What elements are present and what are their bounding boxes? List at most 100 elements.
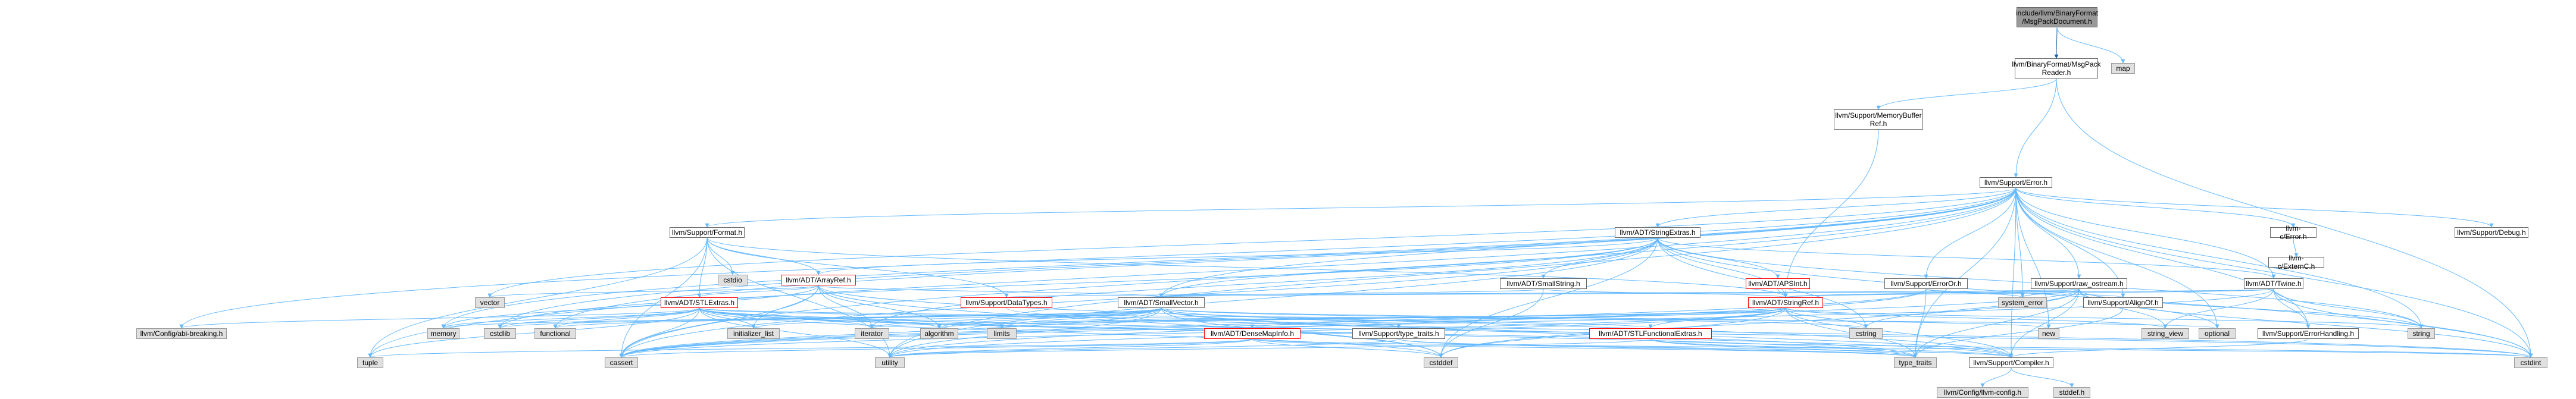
node-limits[interactable]: limits xyxy=(987,328,1017,339)
edge-strext-to-cstddef xyxy=(1439,237,1658,358)
edge-rawos-to-string xyxy=(2078,288,2424,329)
node-type-traits[interactable]: type_traits xyxy=(1894,357,1937,368)
node-cassert[interactable]: cassert xyxy=(605,357,638,368)
node-stddef[interactable]: stddef.h xyxy=(2053,387,2090,398)
node-cstddef[interactable]: cstddef xyxy=(1424,357,1458,368)
edge-smallvector-to-limits xyxy=(999,307,1162,329)
edge-stlextras-to-optional xyxy=(699,307,2219,329)
node-new[interactable]: new xyxy=(2038,328,2059,339)
edge-strext-to-smallvector xyxy=(1159,237,1658,298)
edge-smallvector-to-cstddef xyxy=(1161,307,1443,358)
node-cstdio[interactable]: cstdio xyxy=(718,275,748,285)
node-support-type-traits[interactable]: llvm/Support/type_traits.h xyxy=(1352,328,1445,339)
edge-stlextras-to-utility xyxy=(699,307,892,358)
edge-twine-to-stringview xyxy=(2163,288,2274,329)
edge-error-to-memory xyxy=(441,187,2017,329)
node-adt-twine[interactable]: llvm/ADT/Twine.h xyxy=(2244,278,2303,289)
edge-densemap-to-typetraits xyxy=(1252,338,1918,358)
edge-error-to-optional xyxy=(2015,187,2219,329)
edge-densemap-to-cstddef xyxy=(1252,338,1443,358)
node-cstdlib[interactable]: cstdlib xyxy=(484,328,516,339)
edge-error-to-vector xyxy=(487,187,2017,298)
edge-error-to-utility xyxy=(887,187,2017,358)
edge-error-to-cstdint xyxy=(2015,187,2533,358)
node-c-error[interactable]: llvm-c/Error.h xyxy=(2270,224,2316,241)
node-adt-apsint[interactable]: llvm/ADT/APSInt.h xyxy=(1746,278,1810,289)
edge-error-to-alignof xyxy=(2015,187,2125,298)
node-support-compiler[interactable]: llvm/Support/Compiler.h xyxy=(1969,357,2053,368)
edge-error-to-errhandling xyxy=(2015,187,2311,329)
node-memorybufferref[interactable]: llvm/Support/MemoryBuffer Ref.h xyxy=(1834,109,1923,130)
edge-smallvector-to-cassert xyxy=(619,307,1162,358)
node-functional[interactable]: functional xyxy=(534,328,576,339)
edge-stlextras-to-functional xyxy=(553,307,700,329)
edge-rawos-to-cassert xyxy=(619,288,2080,358)
node-config-abibreaking[interactable]: llvm/Config/abi-breaking.h xyxy=(136,328,227,339)
edge-twine-to-string xyxy=(2273,288,2424,329)
edge-error-to-functional xyxy=(553,187,2017,329)
node-c-externc[interactable]: llvm-c/ExternC.h xyxy=(2268,254,2324,271)
node-support-debug[interactable]: llvm/Support/Debug.h xyxy=(2455,227,2528,238)
node-algorithm[interactable]: algorithm xyxy=(920,328,958,339)
node-system-error[interactable]: system_error xyxy=(1998,297,2047,308)
edge-arrayref-to-memory xyxy=(441,285,819,329)
node-support-rawostream[interactable]: llvm/Support/raw_ostream.h xyxy=(2031,278,2127,289)
node-adt-densemapinfo[interactable]: llvm/ADT/DenseMapInfo.h xyxy=(1204,328,1300,339)
node-config-llvm-config[interactable]: llvm/Config/llvm-config.h xyxy=(1937,387,2028,398)
edge-smallvector-to-new xyxy=(1161,307,2050,329)
edge-cerror-to-externc xyxy=(2293,237,2299,257)
edge-smallvector-to-functional xyxy=(553,307,1162,329)
node-map[interactable]: map xyxy=(2111,63,2135,74)
node-tuple[interactable]: tuple xyxy=(357,357,383,368)
edge-membuf-to-stringref xyxy=(1783,129,1879,298)
edge-stringref-to-stringview xyxy=(1785,307,2168,329)
node-string-view[interactable]: string_view xyxy=(2142,328,2189,339)
edge-error-to-cerror xyxy=(2015,187,2296,228)
edge-twine-to-smallvector xyxy=(1160,288,2274,298)
node-utility[interactable]: utility xyxy=(875,357,905,368)
node-msgpackreader[interactable]: llvm/BinaryFormat/MsgPack Reader.h xyxy=(2012,58,2101,78)
edge-stlfunc-to-typetraits xyxy=(1650,338,1918,358)
edge-format-to-tuple xyxy=(368,237,708,358)
edge-format-to-stlextras xyxy=(697,237,708,298)
node-memory[interactable]: memory xyxy=(427,328,459,339)
node-support-erroror[interactable]: llvm/Support/ErrorOr.h xyxy=(1884,278,1968,289)
edge-stlextras-to-initlist xyxy=(699,307,756,329)
node-support-alignof[interactable]: llvm/Support/AlignOf.h xyxy=(2083,297,2163,308)
edge-smallstring-to-smallvector xyxy=(1159,288,1544,298)
edge-stlextras-to-cstdlib xyxy=(498,307,700,329)
node-cstdint[interactable]: cstdint xyxy=(2514,357,2547,368)
node-adt-stlextras[interactable]: llvm/ADT/STLExtras.h xyxy=(661,297,738,308)
edge-stringref-to-limits xyxy=(999,307,1786,329)
node-vector[interactable]: vector xyxy=(475,297,505,308)
node-cstring[interactable]: cstring xyxy=(1849,328,1883,339)
node-adt-smallvector[interactable]: llvm/ADT/SmallVector.h xyxy=(1118,297,1205,308)
node-adt-stlfunctionalextras[interactable]: llvm/ADT/STLFunctionalExtras.h xyxy=(1589,328,1712,339)
edge-smallvector-to-compiler xyxy=(1161,307,2014,358)
node-support-errorhandling[interactable]: llvm/Support/ErrorHandling.h xyxy=(2258,328,2359,339)
edge-error-to-new xyxy=(2015,187,2051,329)
edge-mpreader-to-error xyxy=(2014,78,2057,178)
node-adt-stringextras[interactable]: llvm/ADT/StringExtras.h xyxy=(1615,227,1700,238)
edge-smallvector-to-memory xyxy=(441,307,1162,329)
node-root-msgpackdocument[interactable]: include/llvm/BinaryFormat /MsgPackDocume… xyxy=(2016,7,2098,27)
edges xyxy=(179,27,2533,388)
node-optional[interactable]: optional xyxy=(2199,328,2236,339)
edge-stringref-to-densemap xyxy=(1250,307,1786,329)
edge-stringref-to-compiler xyxy=(1785,307,2014,358)
edge-densemap-to-cstdint xyxy=(1252,338,2533,358)
node-string[interactable]: string xyxy=(2408,328,2435,339)
edge-format-to-cstdio xyxy=(706,237,735,275)
node-adt-stringref[interactable]: llvm/ADT/StringRef.h xyxy=(1748,297,1823,308)
edge-error-to-erroror xyxy=(1924,187,2017,279)
edge-arrayref-to-stlextras xyxy=(697,285,819,298)
node-support-datatypes[interactable]: llvm/Support/DataTypes.h xyxy=(961,297,1052,308)
node-adt-arrayref[interactable]: llvm/ADT/ArrayRef.h xyxy=(781,275,856,285)
edge-twine-to-cstdint xyxy=(2273,288,2533,358)
node-iterator[interactable]: iterator xyxy=(855,328,889,339)
edge-root-to-mpreader xyxy=(2054,27,2059,59)
node-initializer-list[interactable]: initializer_list xyxy=(727,328,780,339)
node-support-format[interactable]: llvm/Support/Format.h xyxy=(670,227,745,238)
node-adt-smallstring[interactable]: llvm/ADT/SmallString.h xyxy=(1500,278,1587,289)
node-support-error[interactable]: llvm/Support/Error.h xyxy=(1980,177,2052,188)
